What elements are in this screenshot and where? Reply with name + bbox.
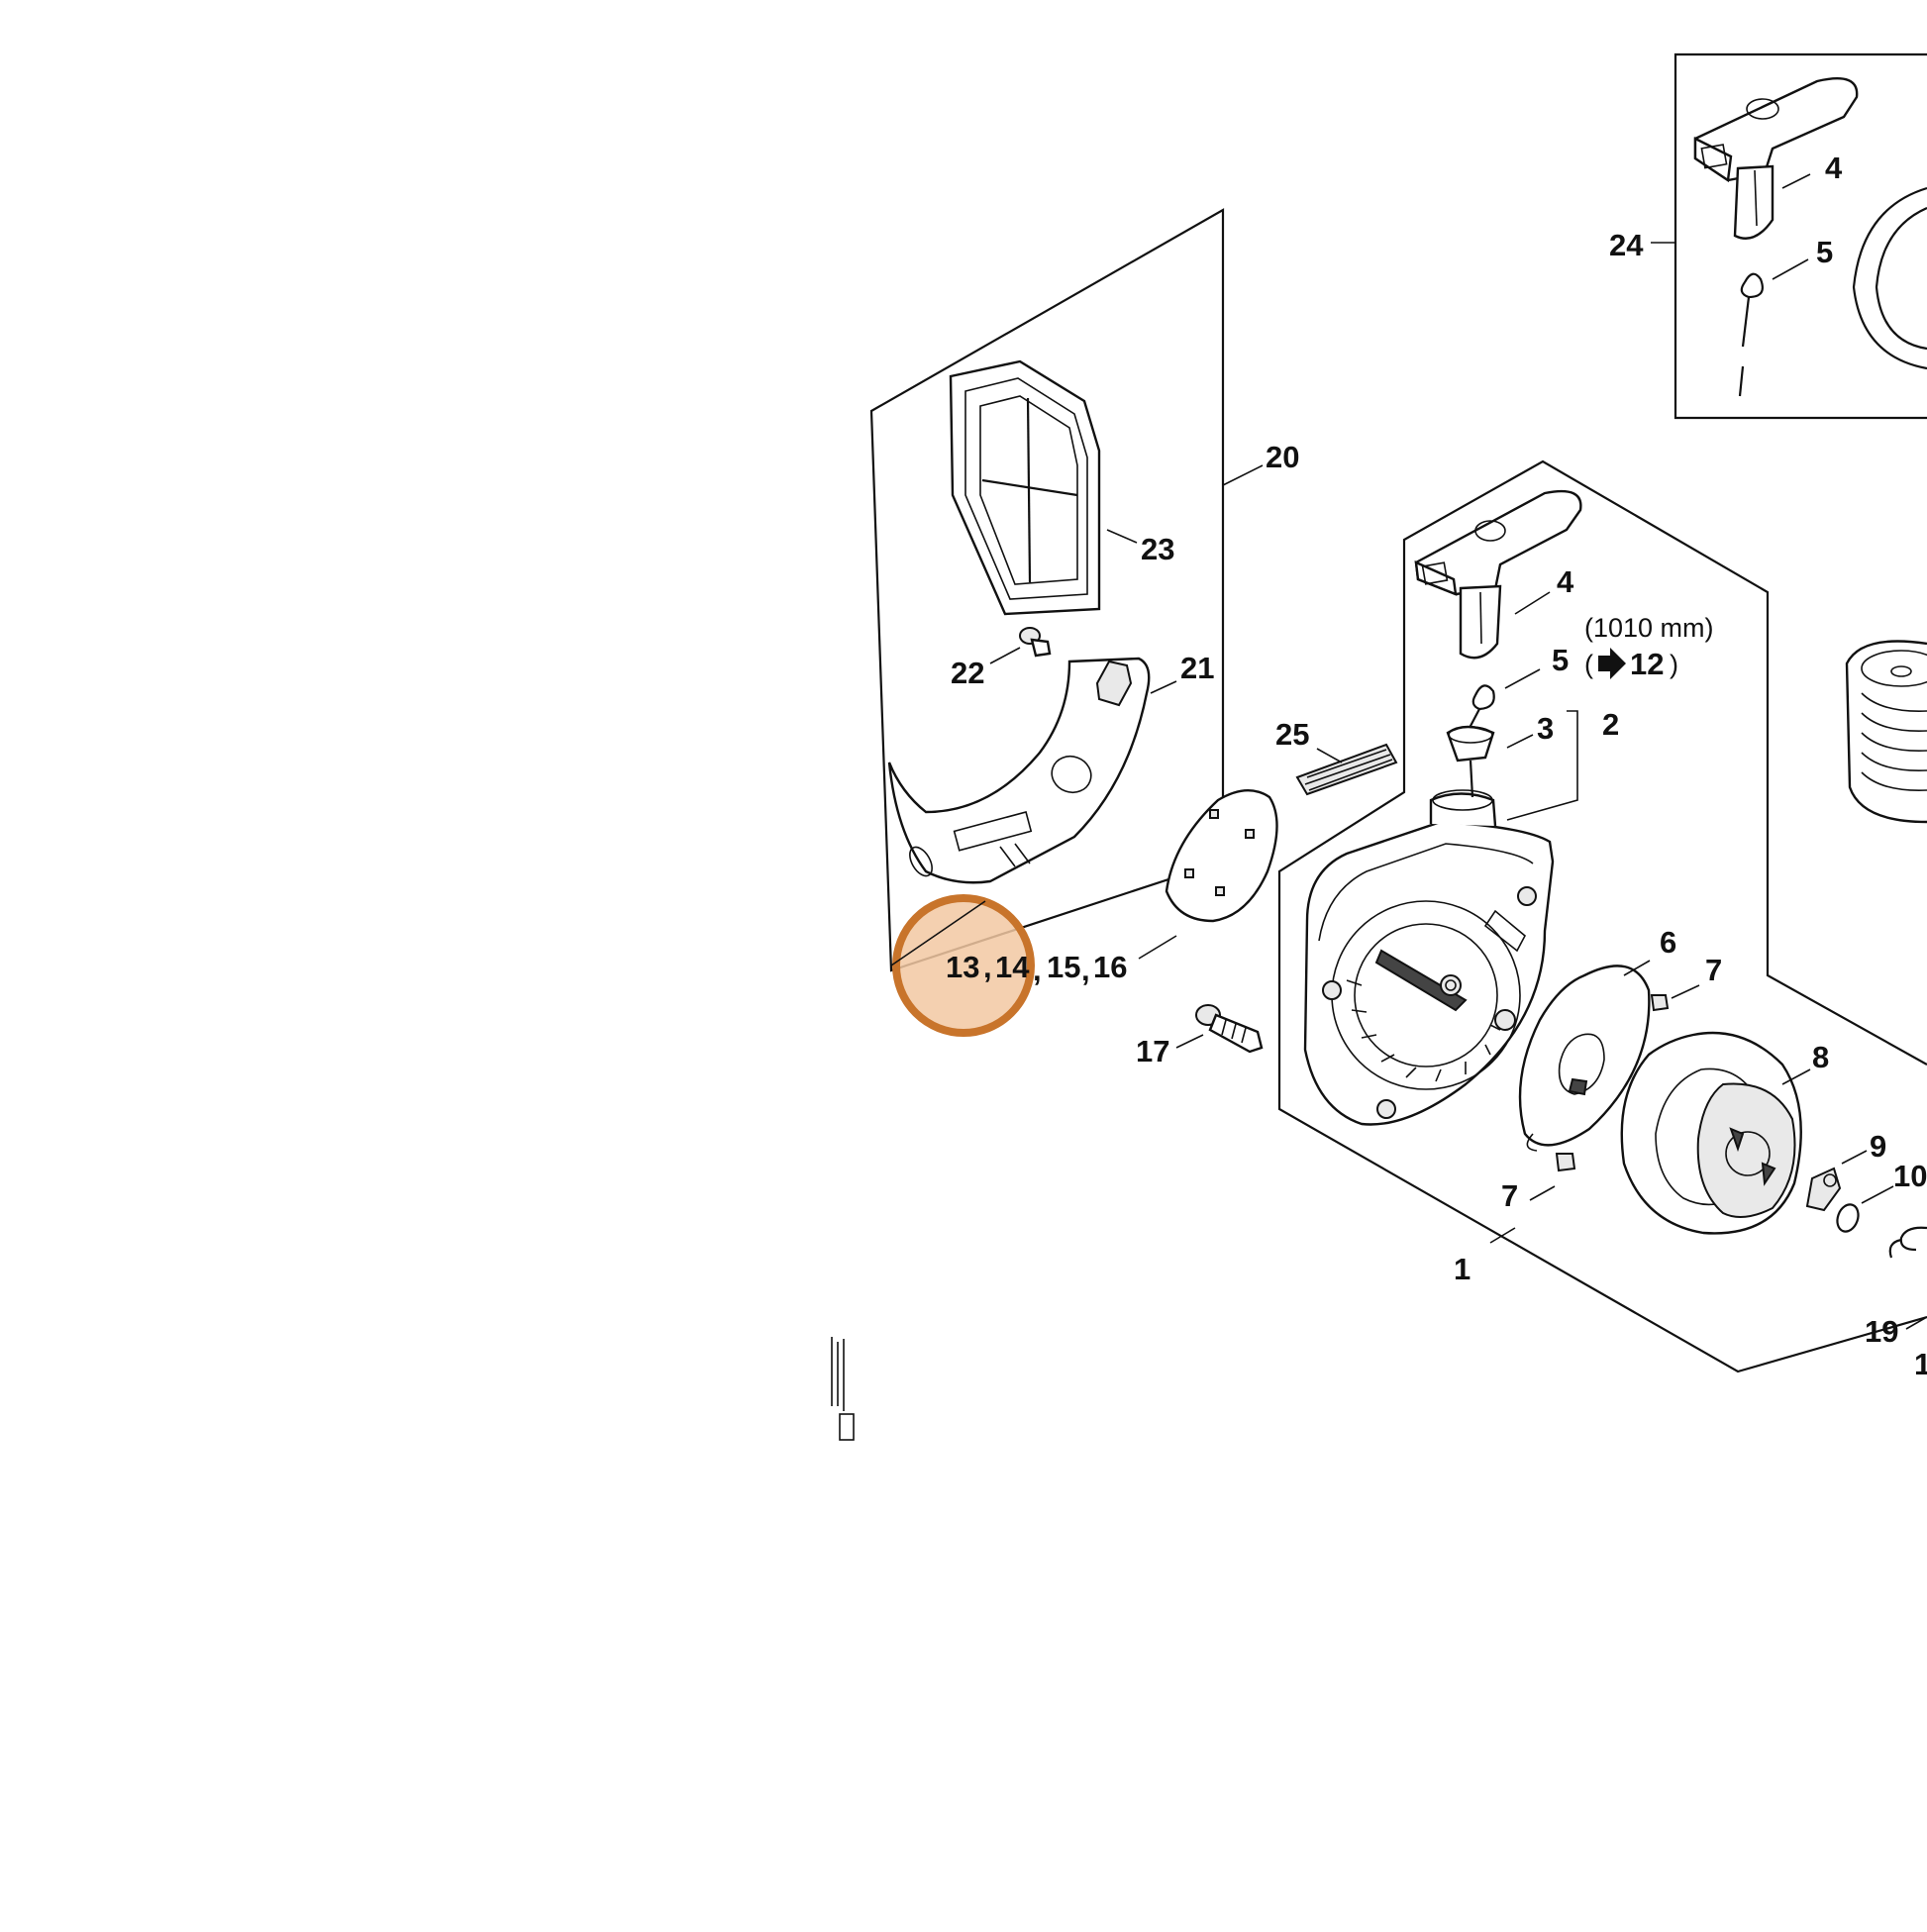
callout-7-bottom[interactable]: 7 [1501,1178,1518,1213]
arrow-right-icon [1598,648,1626,679]
callout-13[interactable]: 13 [946,950,979,984]
callout-4-inset[interactable]: 4 [1825,151,1843,185]
pawl-9 [1805,1150,1868,1212]
callout-9[interactable]: 9 [1870,1129,1886,1164]
callout-22[interactable]: 22 [951,656,984,690]
screw-22 [989,627,1052,664]
callout-1[interactable]: 1 [1454,1252,1471,1286]
starter-housing [1303,789,1555,1126]
callout-5-inset[interactable]: 5 [1816,235,1833,269]
air-filter-23 [949,359,1138,616]
rope-length-note: (1010 mm) [1584,613,1714,643]
inset-box-24 [1651,52,1927,420]
rope-ref-close-paren: ) [1670,650,1678,679]
revision-stamp [831,1337,855,1441]
callout-10[interactable]: 10 [1893,1159,1927,1193]
disc-13-16 [1138,789,1278,960]
callout-8[interactable]: 8 [1812,1040,1829,1074]
callout-20[interactable]: 20 [1266,440,1299,474]
callout-2[interactable]: 2 [1602,707,1619,742]
callout-19[interactable]: 19 [1865,1314,1898,1349]
screw-7-bottom [1529,1153,1576,1201]
screw-7-top [1650,984,1700,1012]
callout-6[interactable]: 6 [1660,925,1676,960]
callout-25[interactable]: 25 [1275,717,1309,752]
spring-6 [1518,960,1651,1152]
callout-4-main[interactable]: 4 [1557,564,1574,599]
callout-17[interactable]: 17 [1136,1034,1169,1068]
callout-21[interactable]: 21 [1180,651,1214,685]
spring-clip [1888,1226,1927,1259]
cover-21 [887,657,1177,884]
callout-24[interactable]: 24 [1609,228,1644,262]
rope-ref-open-paren: ( [1584,650,1593,679]
callout-3[interactable]: 3 [1537,711,1554,746]
callout-15[interactable]: 15 [1047,950,1080,984]
washer-10 [1836,1185,1894,1233]
rope-ref-number[interactable]: 12 [1630,647,1664,681]
callout-16[interactable]: 16 [1093,950,1127,984]
callout-14[interactable]: 14 [995,950,1030,984]
callout-23[interactable]: 23 [1141,532,1174,566]
screen-25 [1295,743,1398,796]
callout-1-edge[interactable]: 1 [1914,1347,1927,1381]
rope-coil [1845,640,1927,824]
callout-7-top[interactable]: 7 [1705,953,1722,987]
leader-19 [1905,1316,1927,1330]
separator-2: , [1033,953,1042,987]
rope-rotor-8 [1620,1031,1811,1235]
screw-17 [1175,1004,1264,1054]
highlight-circle[interactable] [892,894,1035,1037]
callout-5-main[interactable]: 5 [1552,643,1569,677]
start-handle [1414,489,1582,821]
leader-13 [890,900,986,966]
frame-1 [1277,459,1927,1373]
separator-1: , [983,950,992,984]
separator-3: , [1081,953,1090,987]
